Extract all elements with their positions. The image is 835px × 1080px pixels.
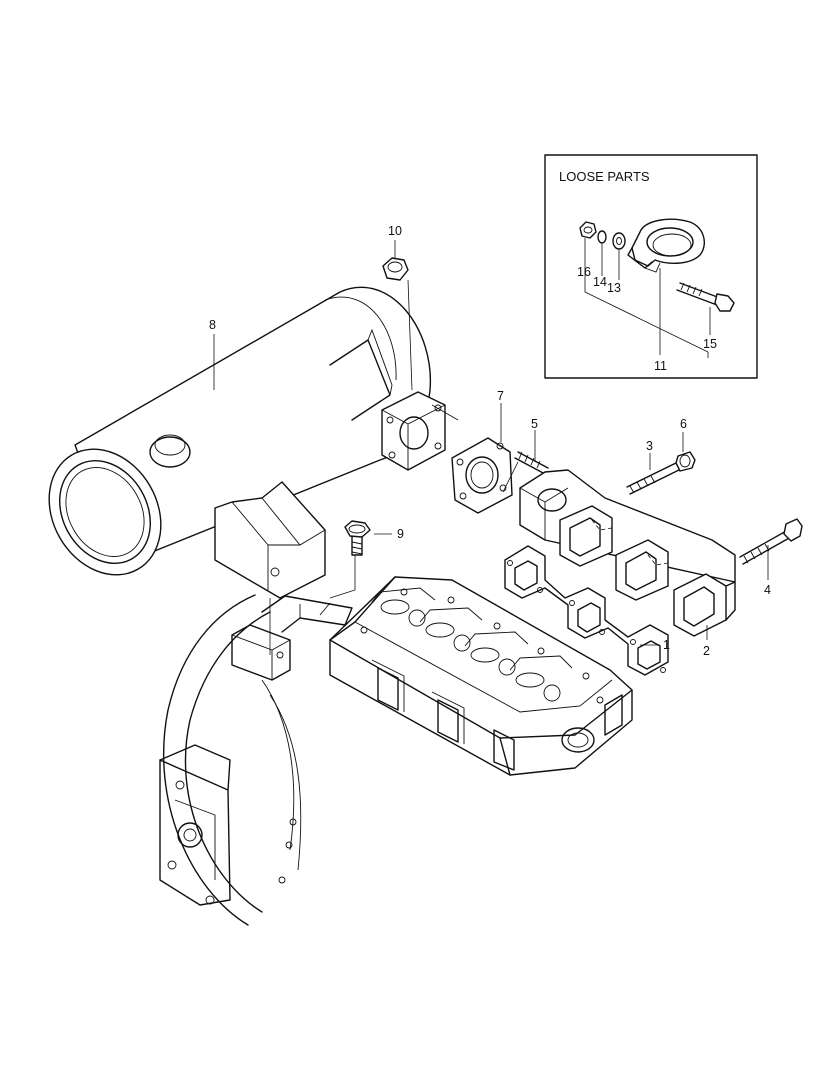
callout-9: 9 <box>397 527 404 541</box>
callout-7: 7 <box>497 389 504 403</box>
callout-5: 5 <box>531 417 538 431</box>
loose-parts-frame <box>544 154 758 379</box>
flywheel-housing <box>159 594 353 926</box>
callout-2: 2 <box>703 644 710 658</box>
callout-15: 15 <box>703 337 717 351</box>
manifold-bolt <box>739 518 803 565</box>
callout-14: 14 <box>593 275 607 289</box>
callout-4: 4 <box>764 583 771 597</box>
callout-16: 16 <box>577 265 591 279</box>
stud-bolt <box>514 451 549 475</box>
callout-8: 8 <box>209 318 216 332</box>
callout-labels: 8 10 7 5 3 6 4 9 1 2 16 14 13 15 11 <box>209 224 771 658</box>
loose-parts-title: LOOSE PARTS <box>559 169 650 184</box>
callout-11: 11 <box>654 359 667 373</box>
callout-3: 3 <box>646 439 653 453</box>
callout-1: 1 <box>663 638 670 652</box>
manifold-gasket <box>504 545 669 676</box>
loose-spring-washer <box>597 230 607 244</box>
loose-clamp <box>627 218 706 273</box>
manifold-stud <box>626 461 682 495</box>
flange-gasket <box>451 437 513 514</box>
callout-13: 13 <box>607 281 621 295</box>
loose-flat-washer <box>612 232 626 250</box>
alignment-lines <box>269 279 519 655</box>
callout-10: 10 <box>388 224 402 238</box>
exhaust-manifold <box>519 469 736 637</box>
bracket-bolt <box>344 520 371 556</box>
loose-parts-box: LOOSE PARTS <box>544 154 758 379</box>
loose-bolt <box>676 282 735 312</box>
leader-lines <box>213 240 769 646</box>
cylinder-head <box>329 576 633 776</box>
flange-nut <box>382 257 409 281</box>
loose-nut <box>579 221 597 239</box>
manifold-nut <box>675 451 696 472</box>
muffler <box>48 286 446 599</box>
callout-6: 6 <box>680 417 687 431</box>
